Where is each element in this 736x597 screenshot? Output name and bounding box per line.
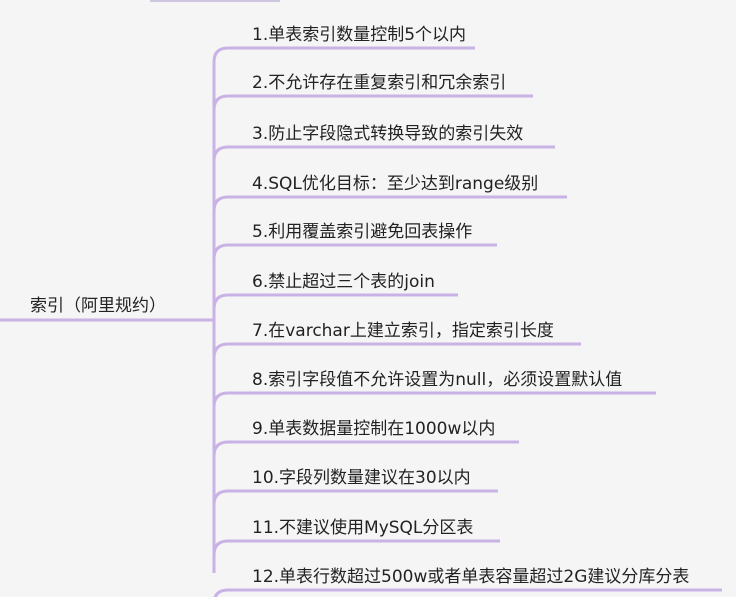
branch-connector-5 [212,243,248,260]
branch-item-12: 12.单表行数超过500w或者单表容量超过2G建议分库分表 [252,567,690,587]
branch-connector-8 [212,391,248,408]
branch-item-3: 3.防止字段隐式转换导致的索引失效 [252,124,524,144]
branch-connector-7 [212,342,248,359]
branch-item-5: 5.利用覆盖索引避免回表操作 [252,222,473,242]
branch-connector-10 [212,489,248,506]
branch-connector-6 [212,293,248,310]
top-partial-node [150,0,280,2]
branch-item-10: 10.字段列数量建议在30以内 [252,468,471,488]
branch-item-1: 1.单表索引数量控制5个以内 [252,25,467,45]
branch-connector-11 [212,539,248,556]
root-node-label: 索引（阿里规约） [30,296,166,316]
branch-connector-12 [213,588,248,597]
branch-item-6: 6.禁止超过三个表的join [252,272,435,292]
branch-item-11: 11.不建议使用MySQL分区表 [252,518,474,538]
branch-connector-9 [212,440,248,457]
branch-connector-1 [212,46,248,63]
branch-item-2: 2.不允许存在重复索引和冗余索引 [252,73,507,93]
branch-connector-3 [212,145,248,162]
branch-item-4: 4.SQL优化目标：至少达到range级别 [252,174,539,194]
branch-item-8: 8.索引字段值不允许设置为null，必须设置默认值 [252,370,623,390]
branch-connector-4 [212,195,248,212]
branch-item-7: 7.在varchar上建立索引，指定索引长度 [252,321,554,341]
branch-item-9: 9.单表数据量控制在1000w以内 [252,419,496,439]
branch-connector-2 [212,94,248,111]
